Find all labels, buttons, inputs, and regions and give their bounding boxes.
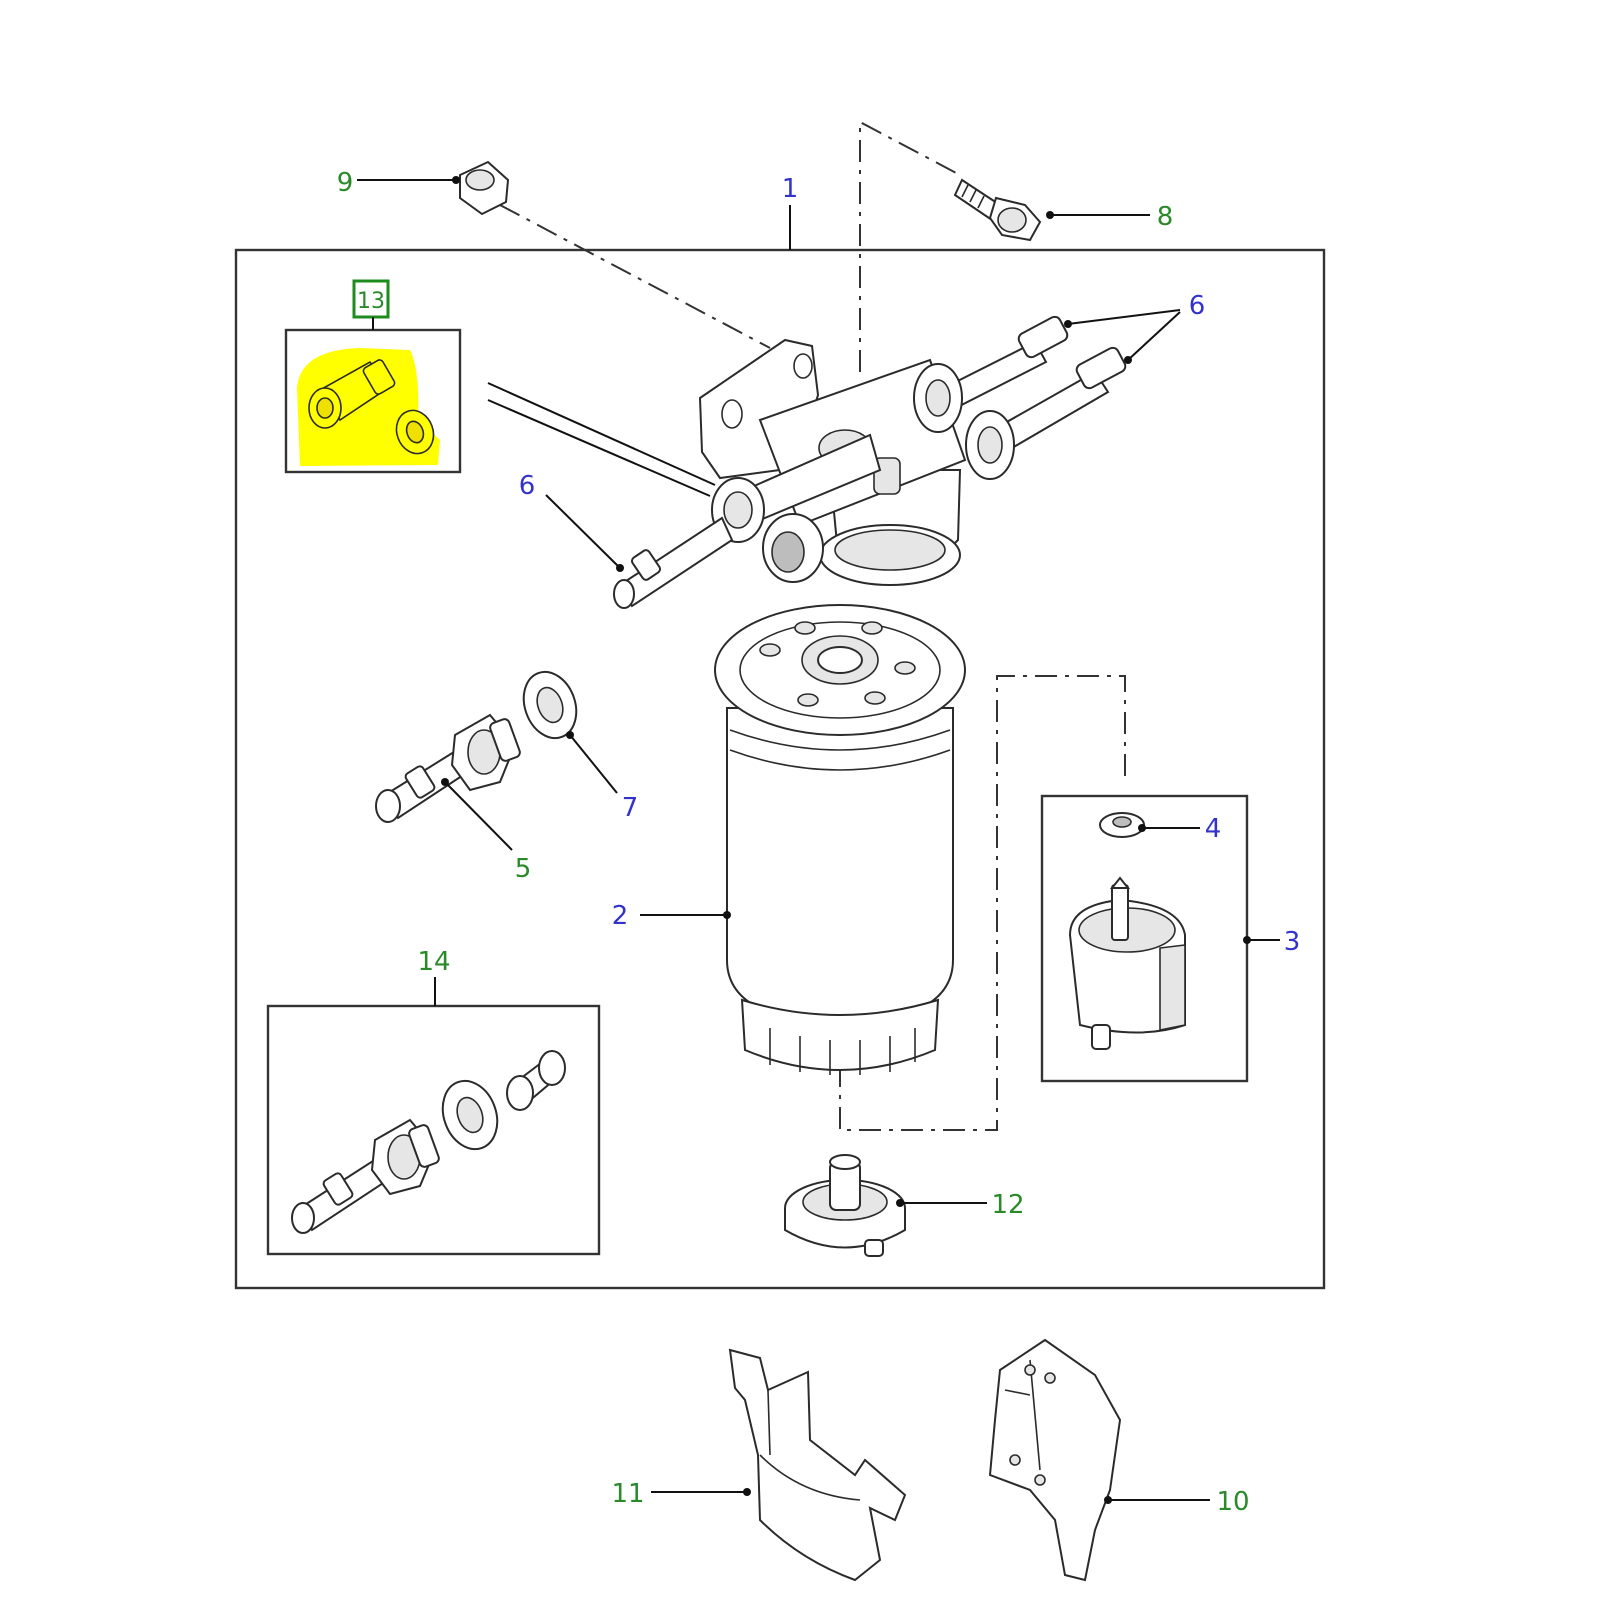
main-assembly-frame xyxy=(234,248,1326,1290)
leader-dots xyxy=(441,176,1251,1504)
callout-7: 7 xyxy=(622,793,639,823)
callout-4: 4 xyxy=(1205,814,1222,844)
callout-8: 8 xyxy=(1157,202,1174,232)
callout-12: 12 xyxy=(991,1190,1024,1220)
callout-11: 11 xyxy=(611,1479,644,1509)
callout-6-right: 6 xyxy=(1189,291,1206,321)
hex-nut xyxy=(459,160,510,216)
connector-fitting xyxy=(375,713,521,823)
mounting-bracket-10 xyxy=(988,1338,1122,1582)
callout-9: 9 xyxy=(337,168,354,198)
filter-cartridge xyxy=(714,604,966,1075)
mounting-bracket-11 xyxy=(728,1348,907,1582)
item-13-badge xyxy=(352,279,390,319)
water-sensor xyxy=(1068,812,1186,1050)
callout-10: 10 xyxy=(1216,1487,1249,1517)
leader-lines xyxy=(357,179,1280,1501)
filter-head-assembly xyxy=(613,315,1127,609)
connector-kit-parts xyxy=(291,1050,566,1234)
highlighted-adapter-kit xyxy=(297,348,440,466)
callout-2: 2 xyxy=(612,901,629,931)
flange-bolt xyxy=(953,178,1042,242)
drain-bowl xyxy=(784,1154,906,1257)
callout-labels: 1 2 3 4 5 6 6 7 8 9 10 11 12 13 14 xyxy=(337,168,1301,1517)
dash-dot-construction-lines xyxy=(499,120,1126,1131)
callout-3: 3 xyxy=(1284,927,1301,957)
callout-14: 14 xyxy=(417,947,450,977)
callout-1: 1 xyxy=(782,174,799,204)
callout-13: 13 xyxy=(357,289,385,314)
callout-5: 5 xyxy=(515,854,532,884)
callout-6-left: 6 xyxy=(519,471,536,501)
connector-kit-frame xyxy=(266,1004,601,1256)
sealing-washer xyxy=(522,670,578,740)
